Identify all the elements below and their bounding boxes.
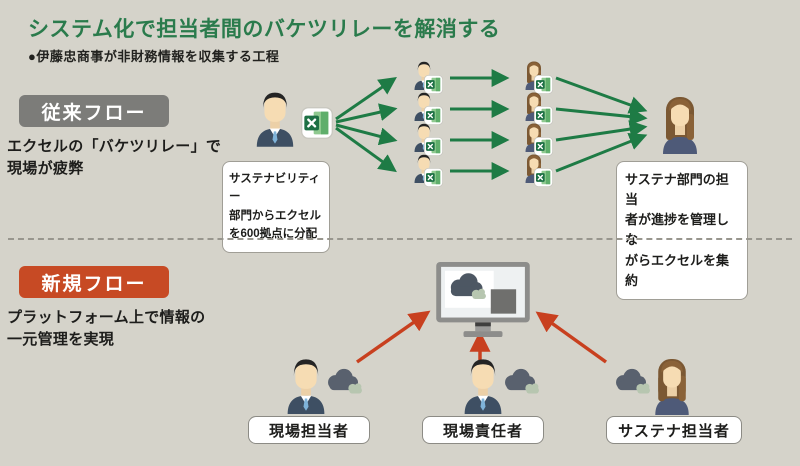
sustainability-sender-man-icon [252, 88, 298, 148]
page-subtitle: ●伊藤忠商事が非財務情報を収集する工程 [28, 49, 280, 64]
excel-file-icon [534, 168, 553, 187]
excel-file-icon [301, 107, 333, 139]
excel-file-icon [424, 168, 443, 187]
role-label-sustainability-staff: サステナ担当者 [606, 416, 742, 444]
relay-person-excel-4 [522, 153, 556, 189]
role-label-field-staff: 現場担当者 [248, 416, 370, 444]
site-person-excel-4 [412, 153, 446, 189]
field-manager-man-icon [459, 356, 507, 414]
legacy-flow-description: エクセルの「バケツリレー」で 現場が疲弊 [7, 138, 222, 177]
aggregate-note: サステナ部門の担当 者が進捗を管理しな がらエクセルを集約 [616, 161, 748, 300]
page-title: システム化で担当者間のバケツリレーを解消する [28, 18, 501, 41]
cloud-data-icon [501, 366, 541, 395]
new-flow-description: プラットフォーム上で情報の 一元管理を実現 [7, 309, 206, 348]
role-label-field-manager: 現場責任者 [422, 416, 544, 444]
legacy-flow-badge: 従来フロー [19, 95, 169, 127]
cloud-data-icon [324, 366, 364, 395]
section-divider [8, 238, 792, 240]
distribute-note: サステナビリティー 部門からエクセル を600拠点に分配 [222, 161, 330, 253]
cloud-data-icon [612, 366, 652, 395]
sustainability-aggregator-woman-icon [656, 93, 704, 155]
platform-monitor-icon [436, 262, 530, 338]
new-flow-badge: 新規フロー [19, 266, 169, 298]
green-distribution-arrows [335, 69, 648, 180]
field-staff-man-icon [282, 356, 330, 414]
sustainability-staff-woman-icon [648, 356, 696, 415]
